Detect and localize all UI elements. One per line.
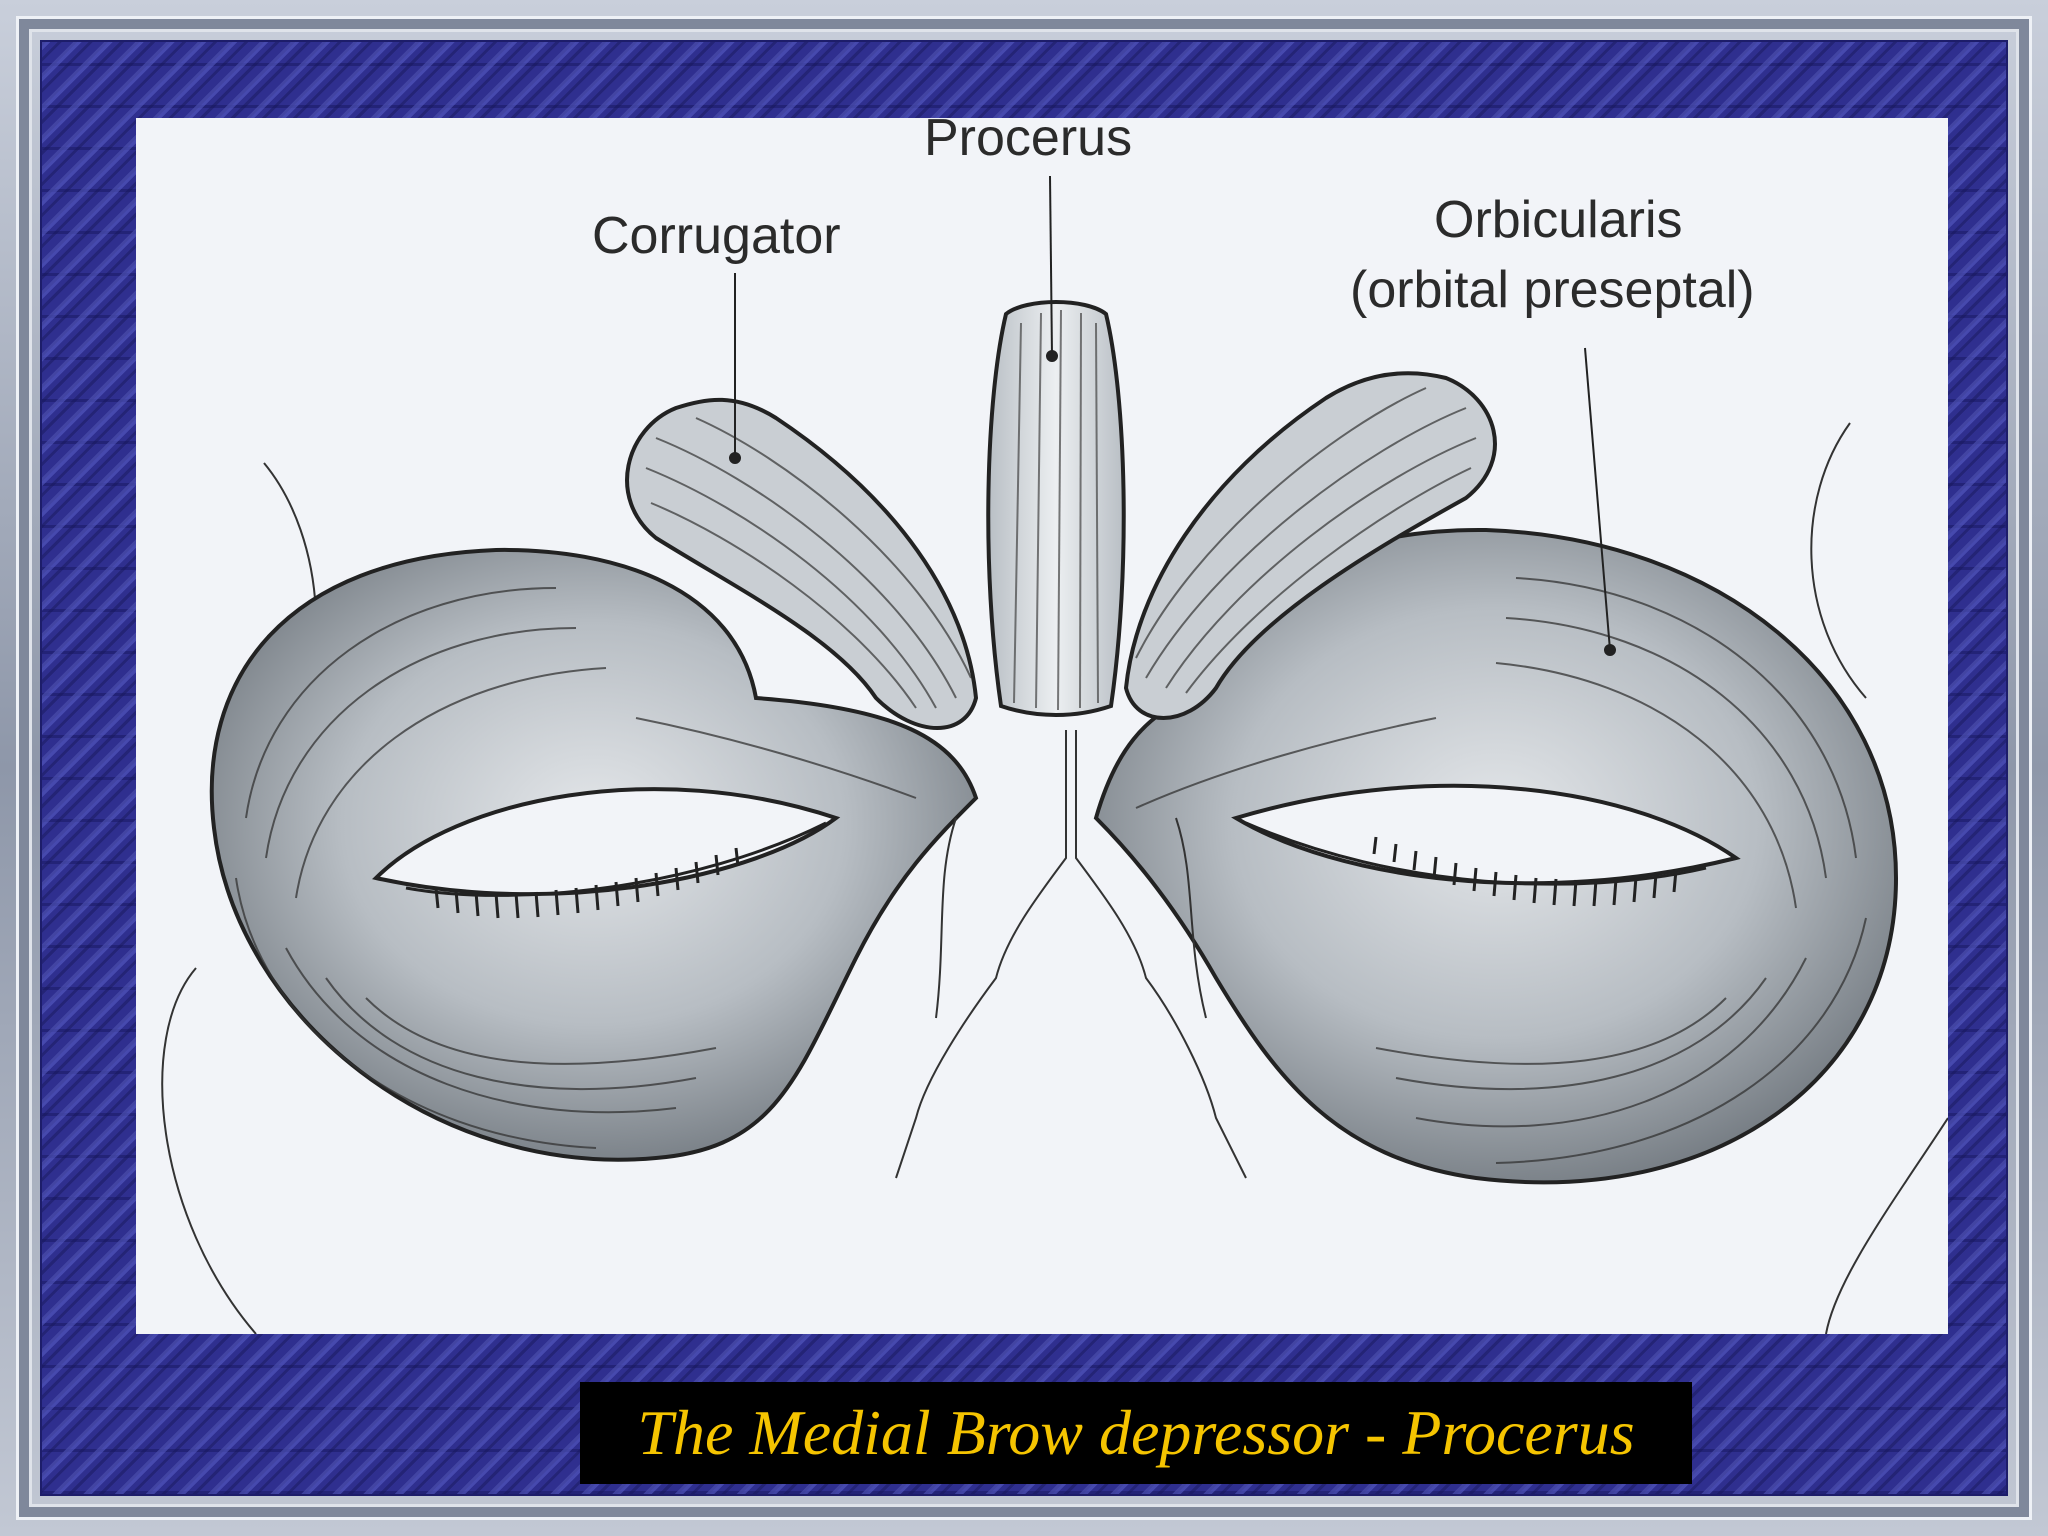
face-contour-right bbox=[1810, 422, 1867, 699]
procerus-label: Procerus bbox=[924, 118, 1133, 167]
corrugator-left bbox=[625, 397, 979, 730]
slide-caption: The Medial Brow depressor - Procerus bbox=[637, 1397, 1635, 1468]
corrugator-label: Corrugator bbox=[592, 207, 841, 265]
anatomy-illustration: Procerus Corrugator Orbicularis (orbital… bbox=[136, 118, 1948, 1334]
procerus-muscle bbox=[986, 300, 1126, 717]
caption-box: The Medial Brow depressor - Procerus bbox=[580, 1382, 1692, 1484]
orbicularis-right bbox=[1093, 527, 1899, 1185]
frame-bevel bbox=[16, 16, 2032, 1520]
orbicularis-sublabel: (orbital preseptal) bbox=[1350, 261, 1755, 319]
nasal-bones bbox=[895, 730, 1247, 1179]
muscle-diagram bbox=[161, 175, 1948, 1334]
orbicularis-left bbox=[209, 547, 979, 1162]
corrugator-right bbox=[1123, 371, 1497, 720]
leader-lines bbox=[729, 175, 1616, 656]
orbicularis-label: Orbicularis bbox=[1434, 191, 1683, 249]
